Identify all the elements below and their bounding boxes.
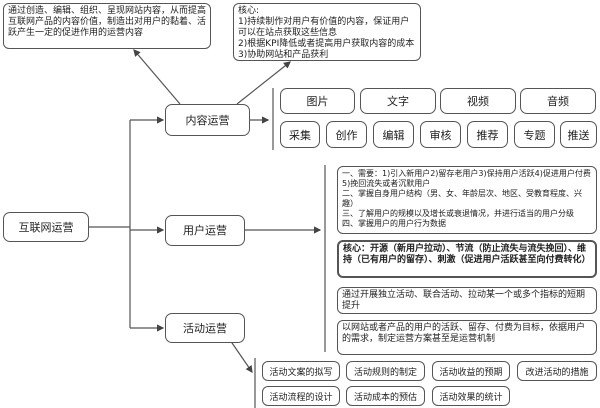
type-item[interactable]: 视频 <box>440 88 516 114</box>
need-line: 三、了解用户的规模以及增长或衰退情况，并进行适当的用户分级 <box>342 209 574 218</box>
activity-task[interactable]: 活动效果的统计 <box>432 386 510 406</box>
type-item[interactable]: 音频 <box>520 88 596 114</box>
action-item[interactable]: 推荐 <box>467 121 508 148</box>
core-line: 核心: <box>238 6 260 16</box>
action-item[interactable]: 推送 <box>560 121 597 148</box>
need-line: 四、掌握用户的用户行为数据 <box>342 219 446 228</box>
content-ops-node[interactable]: 内容运营 <box>165 104 250 136</box>
root-node[interactable]: 互联网运营 <box>3 212 89 242</box>
core-line: 2)根据KPI降低或者提高用户获取内容的成本 <box>238 39 415 49</box>
activity-task[interactable]: 活动规则的制定 <box>346 361 425 381</box>
core-line: 1)持续制作对用户有价值的内容，保证用户可以在站点获取这些信息 <box>238 17 410 38</box>
activity-task[interactable]: 活动文案的拟写 <box>262 361 340 381</box>
user-needs-box: 一、需要：1)引入新用户2)留存老用户3)保持用户活跃4)促进用户付费5)挽回流… <box>337 166 597 234</box>
need-line: 二、掌握自身用户结构（男、女、年龄层次、地区、受教育程度、兴趣） <box>342 189 582 208</box>
action-item[interactable]: 专题 <box>514 121 555 148</box>
content-description: 通过创造、编辑、组织、呈现网站内容，从而提高互联网产品的内容价值，制造出对用户的… <box>3 3 211 49</box>
action-item[interactable]: 审核 <box>420 121 461 148</box>
activity-task[interactable]: 改进活动的措施 <box>517 361 597 381</box>
action-item[interactable]: 采集 <box>280 121 320 148</box>
activity-task[interactable]: 活动成本的预估 <box>346 386 425 406</box>
content-core-box: 核心: 1)持续制作对用户有价值的内容，保证用户可以在站点获取这些信息 2)根据… <box>233 3 421 61</box>
type-item[interactable]: 图片 <box>280 88 355 114</box>
user-core-box: 核心：开源（新用户拉动）、节流（防止流失与流失挽回）、维持（已有用户的留存）、刺… <box>337 240 597 278</box>
action-item[interactable]: 编辑 <box>373 121 414 148</box>
action-item[interactable]: 创作 <box>326 121 367 148</box>
type-item[interactable]: 文字 <box>360 88 436 114</box>
activity-desc-1: 通过开展独立活动、联合活动、拉动某一个或多个指标的短期提升 <box>337 287 597 314</box>
activity-desc-2: 以网站或者产品的用户的活跃、留存、付费为目标，依据用户的需求，制定运营方案甚至是… <box>337 320 597 355</box>
activity-task[interactable]: 活动流程的设计 <box>262 386 340 406</box>
activity-task[interactable]: 活动收益的预期 <box>432 361 510 381</box>
user-ops-node[interactable]: 用户运营 <box>165 215 245 246</box>
activity-ops-node[interactable]: 活动运营 <box>165 313 245 343</box>
need-line: 一、需要：1)引入新用户2)留存老用户3)保持用户活跃4)促进用户付费5)挽回流… <box>342 169 591 188</box>
core-line: 3)协助网站和产品获利 <box>238 50 329 60</box>
